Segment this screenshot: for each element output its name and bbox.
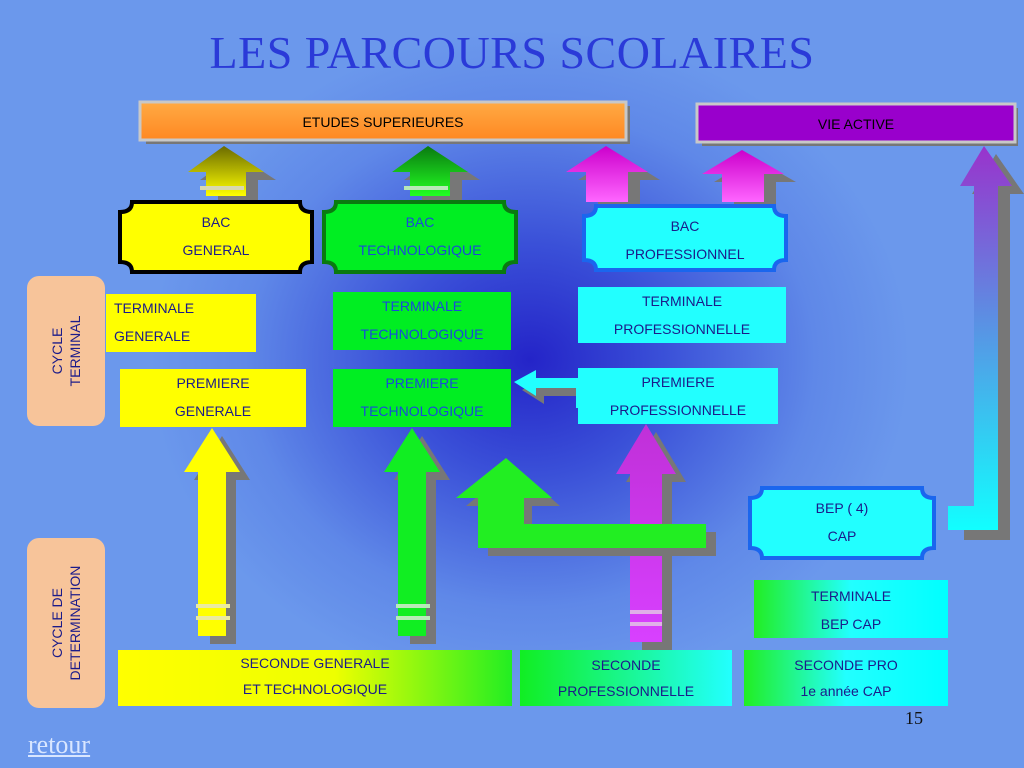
retour-link[interactable]: retour [28,730,91,759]
banner-etudes-bg [138,100,628,142]
seconde-pro-bg [520,650,732,706]
seconde-gt-bg [118,650,512,706]
terminale-bep-bg [754,580,948,638]
arrow-seconde-to-premiere-techno [384,428,450,644]
arrow-bac-general-up [188,146,276,204]
cycle-determination-panel [27,538,105,708]
arrow-premiere-pro-to-techno [514,370,592,416]
banner-etudes-superieures: ETUDES SUPERIEURES [302,114,464,130]
arrow-bac-pro-up-etudes [566,146,660,210]
bep-frame [748,486,936,560]
arrow-passerelle-bent [456,458,716,556]
cycle-terminal-panel [27,276,105,426]
bac-techno-frame [322,200,518,274]
banner-vie-bg [695,102,1017,144]
bep-cap: BEP ( 4)CAP [815,500,869,544]
bac-general-frame [118,200,314,274]
arrow-bac-pro-up-vie [702,150,796,210]
banner-vie-active: VIE ACTIVE [817,116,895,132]
seconde-pro-cap-bg [744,650,948,706]
arrow-bac-techno-up [392,146,480,204]
arrow-seconde-to-premiere-generale [184,428,250,644]
bac-pro-frame [582,204,788,272]
arrow-bep-to-vie-active [948,146,1024,540]
page-title: LES PARCOURS SCOLAIRES [209,27,815,78]
page-number: 15 [905,708,923,728]
